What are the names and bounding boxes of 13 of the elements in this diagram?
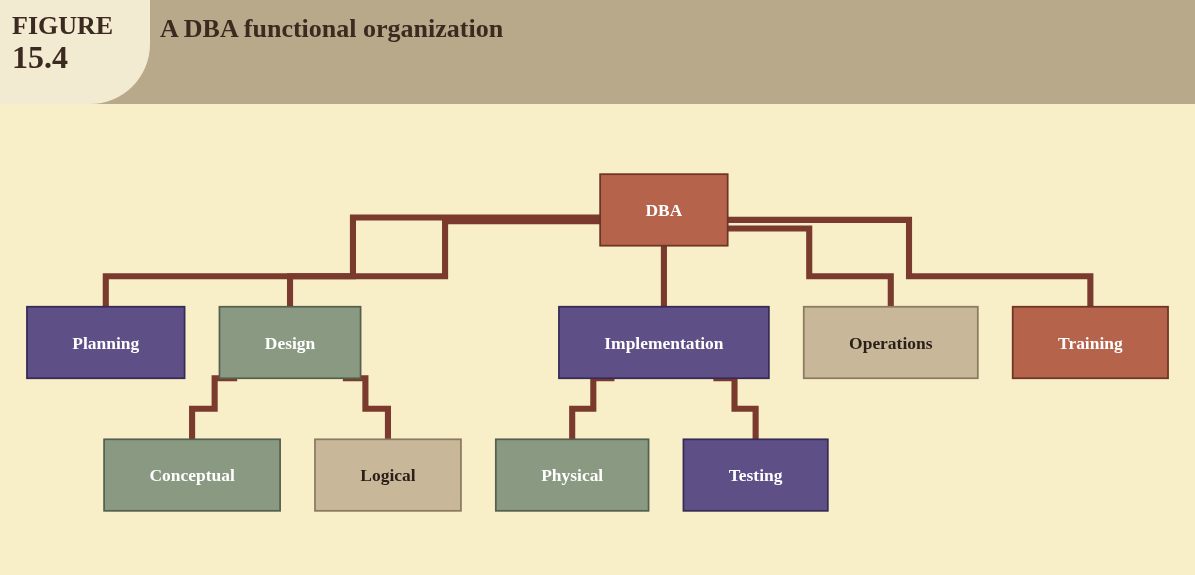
node-box: Training	[1011, 305, 1169, 380]
node-box: Physical	[494, 438, 650, 512]
figure-title: A DBA functional organization	[160, 14, 504, 44]
node-box: Design	[218, 305, 362, 380]
node-box: Conceptual	[103, 438, 281, 512]
node-box: DBA	[599, 173, 729, 247]
node-box: Logical	[314, 438, 462, 512]
node-box: Operations	[802, 305, 979, 380]
node-box: Testing	[682, 438, 829, 512]
figure-label: FIGURE	[12, 12, 114, 40]
figure-number: 15.4	[12, 40, 68, 74]
node-box: Implementation	[558, 305, 770, 380]
node-box: Planning	[26, 305, 186, 380]
